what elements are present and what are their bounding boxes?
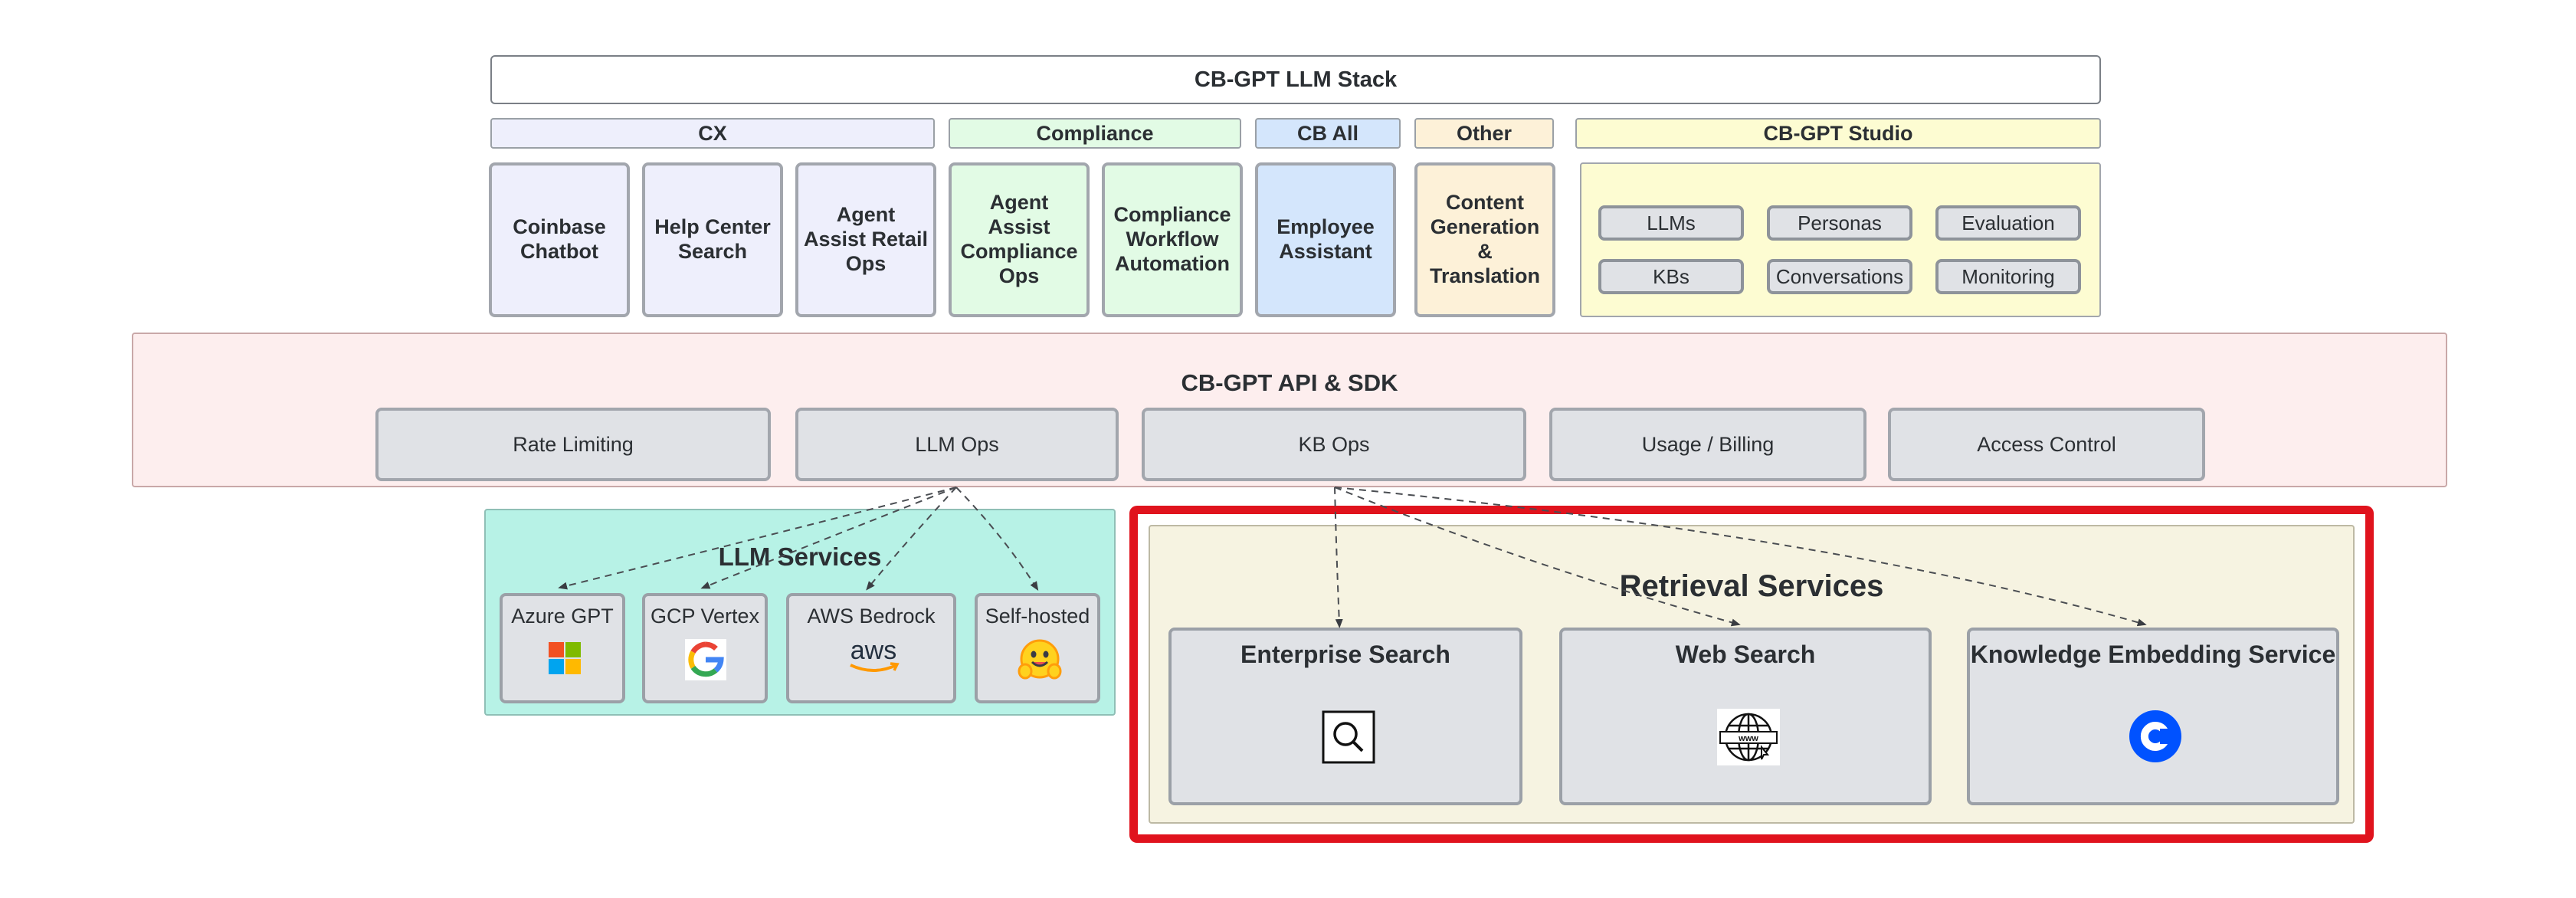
studio-item-monitoring[interactable]: Monitoring — [1935, 259, 2081, 294]
app-card-content-generation[interactable]: Content Generation & Translation — [1414, 162, 1555, 317]
studio-item-conversations[interactable]: Conversations — [1767, 259, 1912, 294]
studio-item-personas[interactable]: Personas — [1767, 205, 1912, 241]
studio-item-llms[interactable]: LLMs — [1598, 205, 1744, 241]
api-sdk-title: CB-GPT API & SDK — [1181, 369, 1398, 396]
google-logo-icon — [685, 639, 726, 680]
provider-label: AWS Bedrock — [807, 605, 936, 628]
stack-title: CB-GPT LLM Stack — [490, 55, 2101, 104]
group-header-other: Other — [1414, 118, 1554, 149]
svg-text:aws: aws — [850, 636, 896, 665]
retrieval-label: Enterprise Search — [1240, 641, 1450, 668]
api-service-usage-billing[interactable]: Usage / Billing — [1549, 408, 1866, 481]
retrieval-label: Web Search — [1675, 641, 1816, 668]
app-card-help-center-search[interactable]: Help Center Search — [642, 162, 783, 317]
api-service-access-control[interactable]: Access Control — [1888, 408, 2205, 481]
retrieval-label: Knowledge Embedding Service — [1970, 641, 2336, 668]
microsoft-logo-icon — [549, 642, 581, 674]
group-header-cb-all: CB All — [1255, 118, 1401, 149]
retrieval-services-panel: Retrieval Services Enterprise Search Web… — [1149, 525, 2355, 824]
group-header-cb-gpt-studio: CB-GPT Studio — [1575, 118, 2101, 149]
coinbase-logo-icon — [2129, 710, 2181, 762]
api-service-llm-ops[interactable]: LLM Ops — [795, 408, 1119, 481]
studio-item-kbs[interactable]: KBs — [1598, 259, 1744, 294]
provider-label: GCP Vertex — [650, 605, 760, 628]
retrieval-web-search[interactable]: Web Search www — [1559, 628, 1932, 805]
api-service-kb-ops[interactable]: KB Ops — [1142, 408, 1526, 481]
app-card-agent-assist-retail-ops[interactable]: Agent Assist Retail Ops — [795, 162, 936, 317]
search-icon — [1322, 710, 1375, 764]
cb-gpt-studio-panel: LLMs Personas Evaluation KBs Conversatio… — [1580, 162, 2101, 317]
provider-gcp-vertex[interactable]: GCP Vertex — [642, 593, 768, 703]
app-card-coinbase-chatbot[interactable]: Coinbase Chatbot — [489, 162, 630, 317]
retrieval-services-title: Retrieval Services — [1619, 569, 1884, 603]
app-card-compliance-workflow-automation[interactable]: Compliance Workflow Automation — [1102, 162, 1243, 317]
retrieval-knowledge-embedding[interactable]: Knowledge Embedding Service — [1967, 628, 2339, 805]
globe-www-icon: www — [1717, 709, 1780, 765]
hugging-face-icon — [1018, 639, 1062, 680]
provider-azure-gpt[interactable]: Azure GPT — [500, 593, 625, 703]
llm-services-panel: LLM Services Azure GPT GCP Vertex AWS Be… — [484, 509, 1116, 716]
retrieval-services-highlight: Retrieval Services Enterprise Search Web… — [1129, 506, 2374, 843]
provider-label: Azure GPT — [511, 605, 614, 628]
aws-logo-icon: aws — [850, 636, 900, 672]
llm-services-title: LLM Services — [718, 542, 882, 571]
api-service-rate-limiting[interactable]: Rate Limiting — [375, 408, 771, 481]
app-card-agent-assist-compliance-ops[interactable]: Agent Assist Compliance Ops — [949, 162, 1090, 317]
group-header-cx: CX — [490, 118, 935, 149]
app-card-employee-assistant[interactable]: Employee Assistant — [1255, 162, 1396, 317]
provider-label: Self-hosted — [985, 605, 1090, 628]
provider-aws-bedrock[interactable]: AWS Bedrock aws — [786, 593, 956, 703]
svg-text:www: www — [1738, 734, 1758, 743]
studio-item-evaluation[interactable]: Evaluation — [1935, 205, 2081, 241]
retrieval-enterprise-search[interactable]: Enterprise Search — [1168, 628, 1522, 805]
provider-self-hosted[interactable]: Self-hosted — [975, 593, 1100, 703]
group-header-compliance: Compliance — [949, 118, 1241, 149]
